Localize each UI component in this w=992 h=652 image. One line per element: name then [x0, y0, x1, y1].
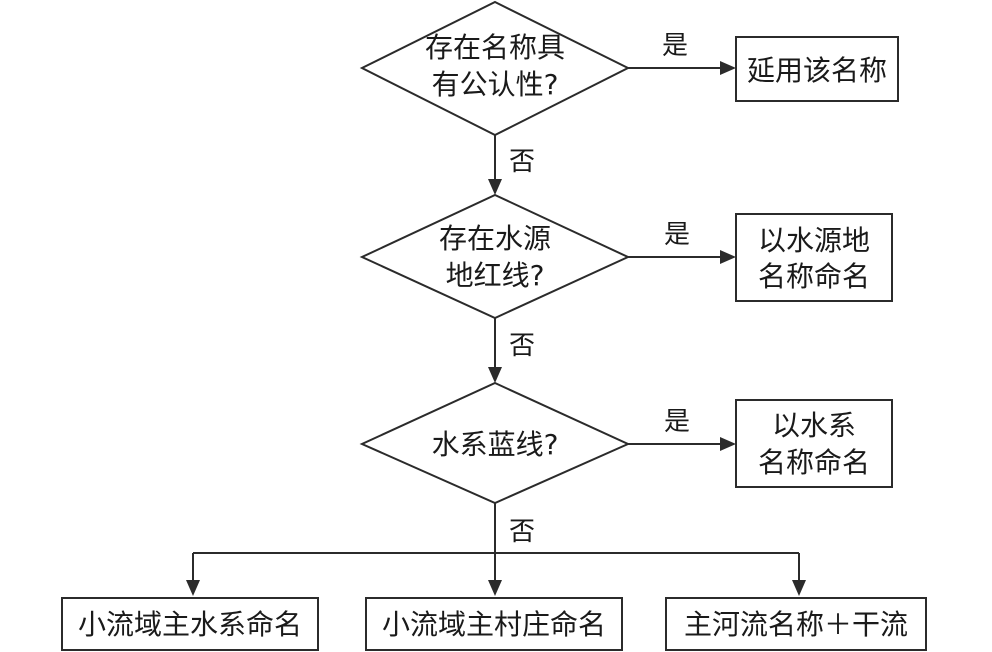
no-arrowhead-2 [488, 367, 502, 383]
yes-arrowhead-2 [720, 250, 736, 264]
final-1-text: 小流域主水系命名 [78, 608, 302, 641]
decision-diamond-water-source-redline [359, 193, 631, 320]
decision-3-line-1: 水系蓝线? [432, 428, 559, 461]
yes-arrowhead-3 [720, 437, 736, 451]
outcome-2-line-2: 名称命名 [758, 260, 870, 293]
outcome-3-line-2: 名称命名 [758, 446, 870, 479]
decision-1-line-1: 存在名称具 [425, 31, 565, 64]
outcome-3-line-1: 以水系 [772, 409, 856, 442]
drop-arrowhead-middle [488, 580, 502, 596]
no-label-3: 否 [509, 517, 535, 547]
drop-arrowhead-right [792, 580, 806, 596]
outcome-1-text: 延用该名称 [747, 54, 887, 87]
decision-1-line-2: 有公认性? [432, 68, 559, 101]
decision-2-line-1: 存在水源 [439, 222, 551, 255]
decision-2-line-2: 地红线? [446, 259, 545, 292]
no-arrowhead-1 [488, 179, 502, 195]
drop-arrowhead-left [186, 580, 200, 596]
outcome-box-water-system-name [735, 399, 893, 488]
yes-label-3: 是 [664, 407, 690, 437]
outcome-box-water-source-name [735, 213, 893, 302]
final-3-text: 主河流名称＋干流 [684, 608, 908, 641]
outcome-2-line-1: 以水源地 [758, 224, 870, 257]
final-2-text: 小流域主村庄命名 [382, 608, 606, 641]
yes-label-1: 是 [662, 31, 688, 61]
yes-label-2: 是 [664, 220, 690, 250]
no-label-2: 否 [509, 331, 535, 361]
yes-arrowhead-1 [720, 61, 736, 75]
final-box-main-river-trunk [665, 597, 927, 651]
outcome-box-keep-name [735, 36, 899, 102]
final-box-main-village [365, 597, 623, 651]
no-label-1: 否 [509, 147, 535, 177]
final-box-main-water-system [61, 597, 319, 651]
